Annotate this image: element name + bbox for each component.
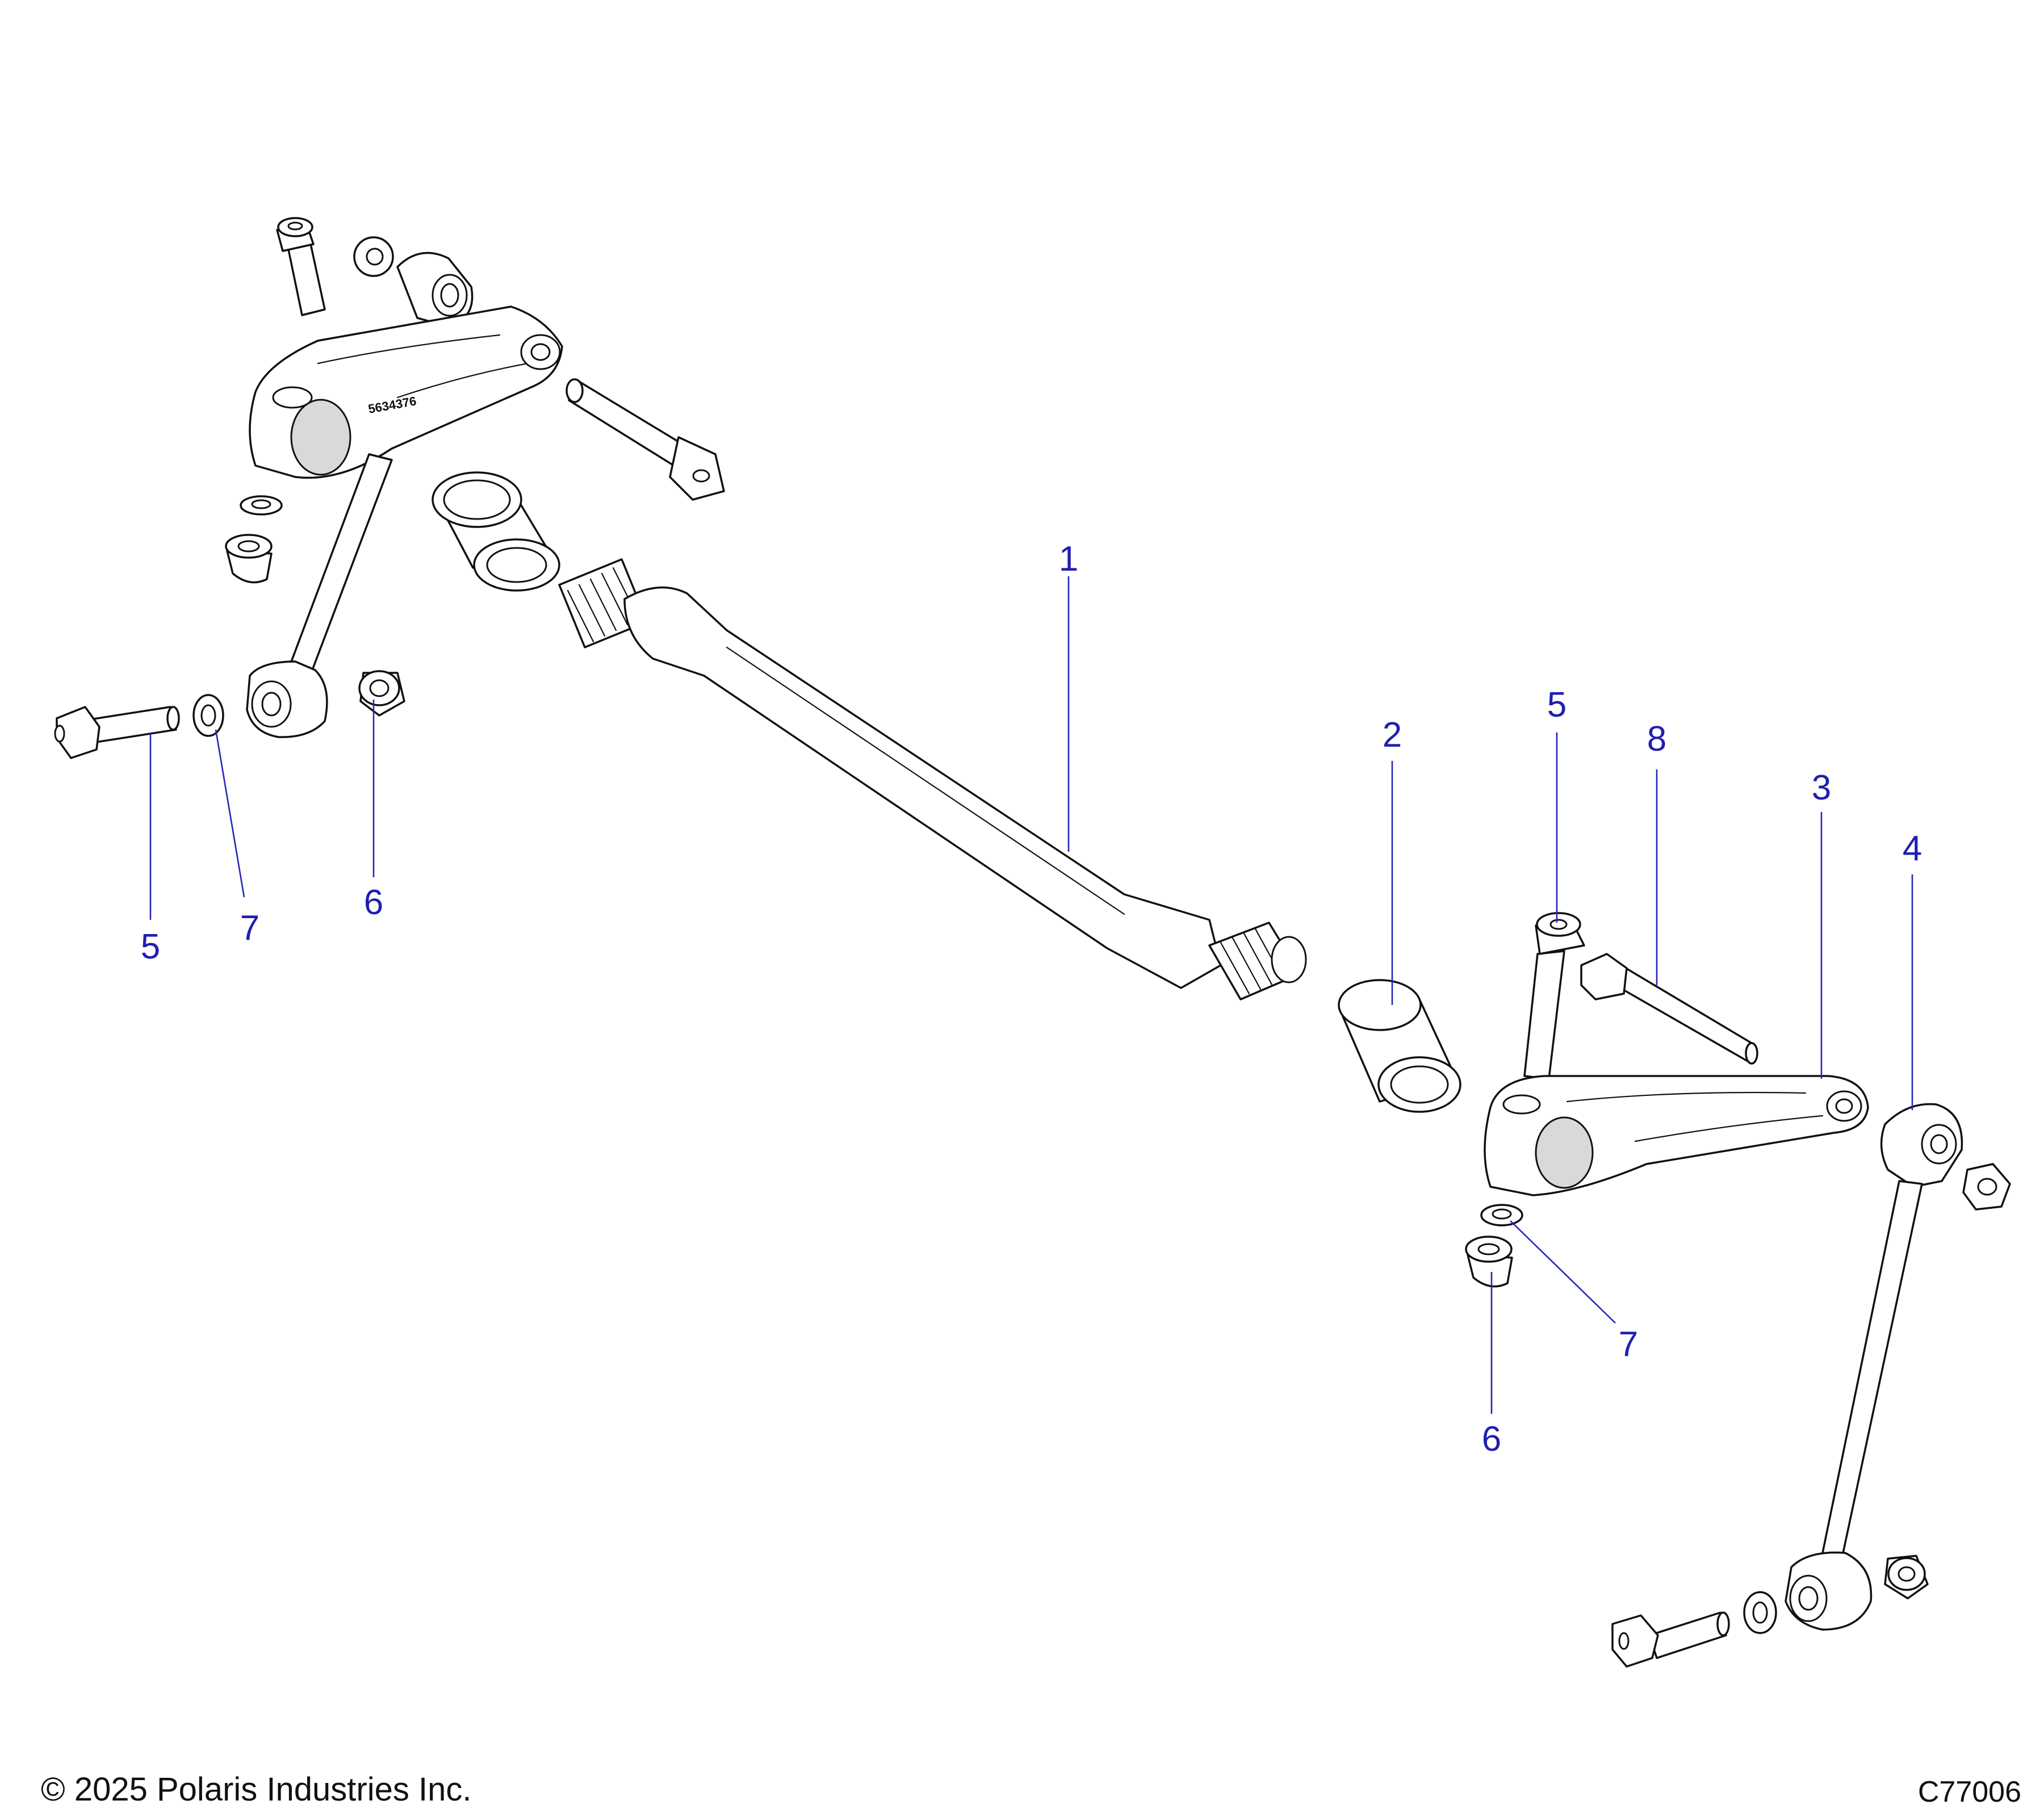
right-link-nut	[1884, 1555, 1929, 1600]
callout-3: 3	[1812, 768, 1831, 807]
callout-6-left: 6	[364, 883, 383, 922]
right-bushing	[1338, 979, 1461, 1113]
leader-7-right	[1510, 1220, 1616, 1324]
left-arm-bolt	[276, 217, 326, 316]
leader-7-left	[215, 729, 245, 898]
left-link-washer	[192, 694, 224, 737]
left-arm-washer	[240, 495, 283, 516]
callout-5-left: 5	[141, 927, 160, 966]
right-arm-washer	[1480, 1204, 1523, 1226]
right-drop-link	[1785, 1103, 1963, 1631]
right-arm-flange-nut	[1465, 1236, 1513, 1288]
right-link-bolt	[1611, 1611, 1730, 1668]
left-link-bolt	[54, 706, 180, 759]
callout-leaders	[149, 576, 1913, 1414]
left-assembly: 5634376	[54, 217, 725, 759]
figure-id: C77006	[1917, 1776, 2021, 1808]
callout-4: 4	[1903, 829, 1922, 868]
left-bushing	[432, 471, 560, 592]
stabilizer-bar	[558, 558, 1307, 1000]
callout-7-left: 7	[240, 909, 259, 948]
right-assembly	[1465, 912, 2011, 1668]
left-link-upper-bushing	[396, 252, 474, 328]
left-arm-nut	[353, 236, 394, 277]
right-arm-bolt	[1523, 912, 1585, 1080]
callout-1: 1	[1059, 539, 1078, 579]
right-link-washer	[1743, 1591, 1777, 1634]
left-lever-arm: 5634376	[249, 305, 563, 479]
right-arm-long-bolt	[1580, 953, 1758, 1065]
callout-5-right: 5	[1547, 685, 1566, 725]
left-arm-flange-nut	[225, 534, 273, 584]
left-link-nut	[358, 670, 405, 717]
copyright-notice: © 2025 Polaris Industries Inc.	[41, 1771, 472, 1808]
callout-7-right: 7	[1619, 1325, 1638, 1364]
callout-numbers: 1 2 3 4 5 5 6 6 7 7 8	[141, 539, 1922, 1459]
callout-2: 2	[1383, 715, 1402, 755]
callout-8: 8	[1647, 719, 1666, 759]
left-arm-long-bolt	[566, 378, 725, 501]
right-lever-arm	[1484, 1075, 1869, 1196]
left-drop-link	[246, 453, 393, 738]
right-link-top-nut	[1962, 1163, 2011, 1211]
callout-6-right: 6	[1482, 1420, 1501, 1459]
